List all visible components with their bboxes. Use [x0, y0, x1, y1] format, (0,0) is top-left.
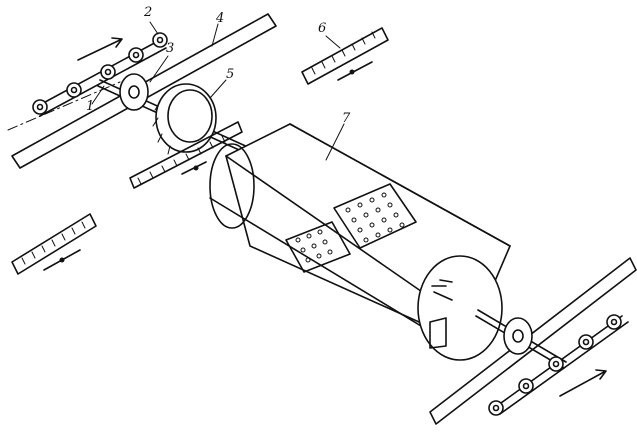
callout-3: 3	[166, 41, 175, 56]
callout-7: 7	[342, 111, 351, 126]
cylinder-body	[209, 123, 511, 361]
leader-lines	[91, 21, 345, 161]
perforated-patch-right	[333, 183, 417, 249]
callout-5: 5	[226, 67, 235, 82]
arrow-lower-chain	[559, 369, 607, 397]
callout-1: 1	[86, 99, 95, 114]
guide-rail-upper	[11, 13, 277, 169]
callout-2: 2	[144, 5, 153, 20]
arrow-upper-chain	[77, 37, 123, 61]
callout-4: 4	[216, 11, 225, 26]
left-shaft-assembly	[97, 73, 251, 155]
rack-upper-right	[301, 27, 389, 85]
right-shaft-assembly	[475, 309, 567, 369]
chain-lower-right	[488, 314, 629, 416]
chain-upper-left	[32, 32, 168, 117]
perforated-patch-left	[285, 221, 351, 273]
callout-6: 6	[318, 21, 327, 36]
rack-under-gear	[129, 121, 243, 189]
guide-rail-lower	[429, 257, 637, 425]
rack-lower-left	[11, 213, 97, 275]
